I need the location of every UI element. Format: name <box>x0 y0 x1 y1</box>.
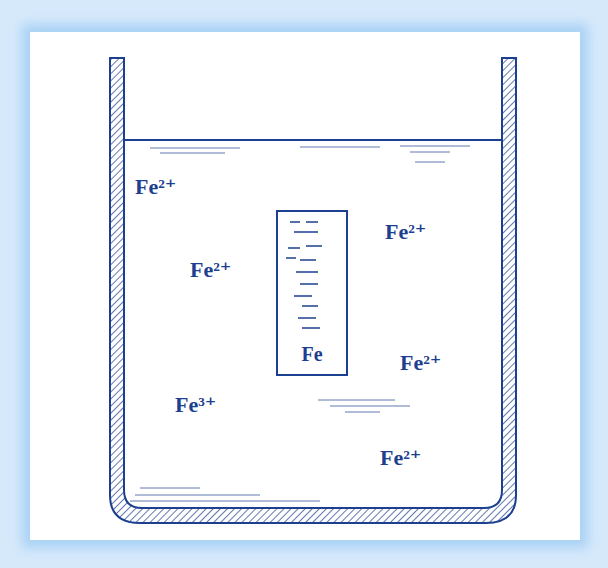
panel-glow <box>22 24 588 548</box>
ion-label: Fe²⁺ <box>135 176 176 198</box>
ion-label: Fe³⁺ <box>175 394 216 416</box>
metal-strip: Fe <box>276 210 348 376</box>
metal-texture <box>286 222 322 328</box>
panel <box>30 32 580 540</box>
rim <box>124 58 502 59</box>
beaker-wall <box>110 58 516 523</box>
ion-label: Fe²⁺ <box>385 221 426 243</box>
ion-label: Fe²⁺ <box>190 259 231 281</box>
water-surface <box>124 139 502 141</box>
ion-label: Fe²⁺ <box>380 447 421 469</box>
water-marks <box>130 146 470 501</box>
ion-label: Fe²⁺ <box>400 352 441 374</box>
metal-symbol: Fe <box>278 344 346 364</box>
